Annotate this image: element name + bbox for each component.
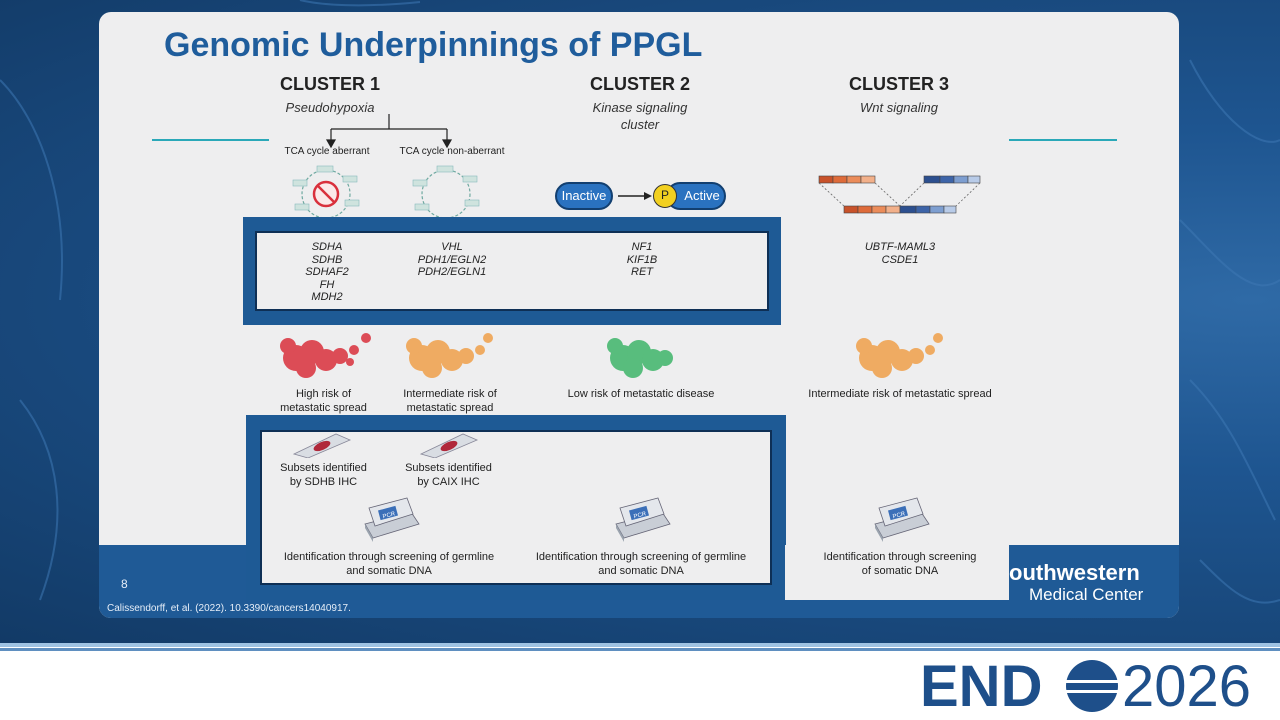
risk-label-cluster-1a: High risk of metastatic spread [280, 388, 367, 414]
slide-number: 8 [121, 577, 128, 591]
pcr-label: PCR [892, 511, 906, 520]
microscope-slide-icon [292, 433, 352, 458]
gene-name: VHL [441, 241, 463, 253]
gene-name: CSDE1 [881, 253, 919, 266]
screening-inner [260, 430, 772, 585]
gene-fusion-diagram [818, 175, 981, 214]
arrow-right-icon [618, 192, 652, 200]
prohibited-icon [312, 180, 340, 208]
gene-name: SDHAF2 [305, 266, 349, 278]
citation: Calissendorff, et al. (2022). 10.3390/ca… [107, 603, 351, 614]
screening-label-cluster-2: Identification through screening of germ… [535, 551, 747, 577]
risk-label-cluster-1b: Intermediate risk of metastatic spread [403, 388, 497, 414]
pcr-machine-icon: PCR [615, 497, 671, 542]
screening-label-cluster-3: Identification through screening of soma… [823, 551, 977, 577]
pcr-machine-icon: PCR [364, 497, 420, 542]
branch-arrows [325, 114, 453, 149]
pcr-machine-icon: PCR [874, 497, 930, 542]
cluster-2-header: CLUSTER 2 Kinase signaling cluster [530, 74, 750, 133]
gene-name: PDH1/EGLN2 [417, 253, 487, 266]
gene-name: UBTF-MAML3 [864, 241, 936, 253]
endo-2026-logo: END 2026 [920, 654, 1251, 716]
gene-name: FH [319, 278, 335, 291]
ihc-label-sdhb: Subsets identified by SDHB IHC [280, 462, 367, 488]
cluster-3-title: CLUSTER 3 [848, 74, 949, 94]
slide-card: Genomic Underpinnings of PPGL CLUSTER 1 … [99, 12, 1179, 618]
divider [152, 139, 269, 141]
gene-list-inner: SDHA SDHB SDHAF2 FH MDH2 VHL PDH1/EGLN2 … [255, 231, 769, 311]
risk-label-cluster-3: Intermediate risk of metastatic spread [808, 388, 992, 400]
divider [1009, 139, 1117, 141]
screening-label-cluster-1: Identification through screening of germ… [283, 551, 495, 577]
logo-year: 2026 [1122, 654, 1251, 716]
cluster-3-subtitle: Wnt signaling [859, 100, 939, 115]
cluster-3-screening-area [785, 545, 1009, 600]
cluster-2-genes: NF1 KIF1B RET [602, 241, 682, 279]
gene-name: MDH2 [311, 291, 343, 303]
pcr-label: PCR [633, 511, 647, 520]
gene-name: RET [631, 266, 653, 278]
gene-name: NF1 [631, 241, 653, 253]
divider [0, 648, 1280, 651]
microscope-slide-icon [419, 433, 479, 458]
tca-cycle-aberrant-diagram [292, 165, 360, 219]
cluster-1b-genes: VHL PDH1/EGLN2 PDH2/EGLN1 [397, 241, 507, 279]
gene-name: PDH2/EGLN1 [417, 266, 487, 278]
divider [0, 643, 1280, 647]
background-texture [0, 0, 1280, 604]
cluster-2-title: CLUSTER 2 [589, 74, 690, 94]
inactive-kinase-pill: Inactive [555, 182, 613, 210]
tumor-cells-intermediate-risk-icon [406, 333, 493, 378]
cluster-3-genes: UBTF-MAML3 CSDE1 [844, 241, 956, 266]
gene-name: SDHA [311, 241, 343, 253]
tumor-cells-intermediate-risk-icon [856, 333, 943, 378]
tca-cycle-non-aberrant-diagram [412, 165, 480, 219]
cluster-3-header: CLUSTER 3 Wnt signaling [789, 74, 1009, 116]
pcr-label: PCR [382, 511, 396, 520]
tumor-cells-high-risk-icon [280, 333, 371, 378]
gene-name: KIF1B [626, 253, 658, 266]
phosphate-badge: P [653, 184, 677, 208]
gene-list-panel: SDHA SDHB SDHAF2 FH MDH2 VHL PDH1/EGLN2 … [243, 217, 781, 325]
cluster-2-subtitle: Kinase signaling cluster [592, 100, 688, 132]
gene-name: SDHB [311, 253, 343, 266]
ihc-label-caix: Subsets identified by CAIX IHC [405, 462, 492, 488]
cluster-1-subtitle: Pseudohypoxia [285, 100, 375, 115]
active-kinase-pill: Active [666, 182, 726, 210]
cluster-1-title: CLUSTER 1 [279, 74, 380, 94]
globe-icon [1066, 660, 1118, 712]
risk-label-cluster-2: Low risk of metastatic disease [567, 388, 715, 400]
slide-title: Genomic Underpinnings of PPGL [164, 26, 703, 64]
tumor-cells-low-risk-icon [607, 338, 673, 378]
institution-name: outhwestern [1009, 560, 1140, 585]
tca-aberrant-label: TCA cycle aberrant [284, 146, 370, 157]
logo-name: END [920, 654, 1042, 716]
tca-non-aberrant-label: TCA cycle non-aberrant [399, 146, 505, 157]
cluster-1-header: CLUSTER 1 Pseudohypoxia [220, 74, 440, 116]
cluster-1a-genes: SDHA SDHB SDHAF2 FH MDH2 [287, 241, 367, 304]
institution-subtitle: Medical Center [1029, 585, 1144, 604]
